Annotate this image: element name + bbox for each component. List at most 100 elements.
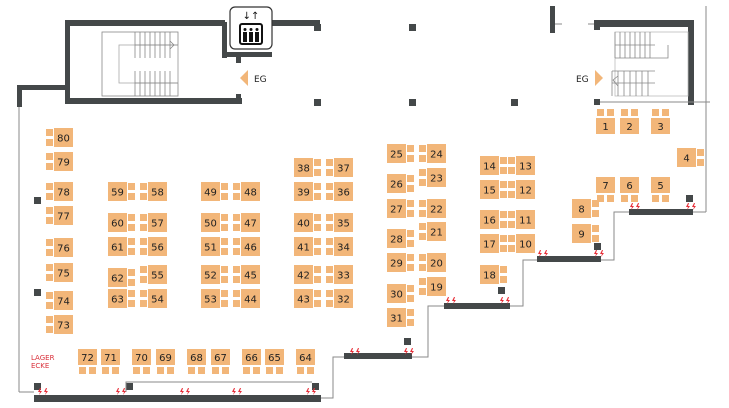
- table-top[interactable]: [108, 289, 127, 308]
- table-top[interactable]: [242, 349, 261, 365]
- table-top[interactable]: [211, 349, 230, 365]
- table-52[interactable]: 52: [201, 265, 228, 284]
- table-54[interactable]: 54: [140, 289, 167, 308]
- table-top[interactable]: [54, 206, 73, 225]
- table-top[interactable]: [334, 213, 353, 232]
- table-top[interactable]: [241, 213, 260, 232]
- table-56[interactable]: 56: [140, 237, 167, 256]
- table-45[interactable]: 45: [233, 265, 260, 284]
- table-5[interactable]: 5: [651, 177, 670, 202]
- table-12[interactable]: 12: [508, 180, 535, 199]
- table-top[interactable]: [148, 289, 167, 308]
- table-top[interactable]: [54, 152, 73, 171]
- table-58[interactable]: 58: [140, 182, 167, 201]
- table-41[interactable]: 41: [294, 237, 321, 256]
- table-28[interactable]: 28: [387, 229, 414, 248]
- table-72[interactable]: 72: [78, 349, 97, 374]
- table-24[interactable]: 24: [419, 144, 446, 163]
- table-79[interactable]: 79: [46, 152, 73, 171]
- table-top[interactable]: [108, 213, 127, 232]
- table-top[interactable]: [241, 289, 260, 308]
- table-34[interactable]: 34: [326, 237, 353, 256]
- table-top[interactable]: [480, 210, 499, 229]
- table-31[interactable]: 31: [387, 308, 414, 327]
- table-30[interactable]: 30: [387, 284, 414, 303]
- table-top[interactable]: [294, 237, 313, 256]
- table-65[interactable]: 65: [265, 349, 284, 374]
- table-top[interactable]: [620, 177, 639, 193]
- table-top[interactable]: [427, 253, 446, 272]
- table-4[interactable]: 4: [677, 148, 704, 167]
- table-top[interactable]: [201, 289, 220, 308]
- table-1[interactable]: 1: [596, 109, 615, 134]
- table-10[interactable]: 10: [508, 234, 535, 253]
- table-top[interactable]: [334, 289, 353, 308]
- table-36[interactable]: 36: [326, 182, 353, 201]
- table-top[interactable]: [651, 118, 670, 134]
- table-top[interactable]: [78, 349, 97, 365]
- table-47[interactable]: 47: [233, 213, 260, 232]
- table-top[interactable]: [596, 177, 615, 193]
- table-32[interactable]: 32: [326, 289, 353, 308]
- table-53[interactable]: 53: [201, 289, 228, 308]
- table-39[interactable]: 39: [294, 182, 321, 201]
- table-top[interactable]: [187, 349, 206, 365]
- table-top[interactable]: [54, 182, 73, 201]
- table-76[interactable]: 76: [46, 238, 73, 257]
- table-top[interactable]: [427, 222, 446, 241]
- table-73[interactable]: 73: [46, 315, 73, 334]
- table-top[interactable]: [334, 265, 353, 284]
- table-top[interactable]: [427, 144, 446, 163]
- table-top[interactable]: [387, 199, 406, 218]
- table-78[interactable]: 78: [46, 182, 73, 201]
- table-17[interactable]: 17: [480, 234, 507, 253]
- table-top[interactable]: [516, 210, 535, 229]
- table-74[interactable]: 74: [46, 291, 73, 310]
- table-top[interactable]: [241, 182, 260, 201]
- table-top[interactable]: [516, 156, 535, 175]
- table-top[interactable]: [108, 268, 127, 287]
- table-50[interactable]: 50: [201, 213, 228, 232]
- table-top[interactable]: [294, 289, 313, 308]
- table-top[interactable]: [480, 156, 499, 175]
- table-top[interactable]: [201, 213, 220, 232]
- table-top[interactable]: [480, 180, 499, 199]
- table-26[interactable]: 26: [387, 174, 414, 193]
- table-80[interactable]: 80: [46, 128, 73, 147]
- table-60[interactable]: 60: [108, 213, 135, 232]
- table-top[interactable]: [54, 128, 73, 147]
- table-top[interactable]: [294, 158, 313, 177]
- table-top[interactable]: [480, 234, 499, 253]
- table-37[interactable]: 37: [326, 158, 353, 177]
- table-63[interactable]: 63: [108, 289, 135, 308]
- table-9[interactable]: 9: [572, 224, 599, 243]
- table-top[interactable]: [201, 265, 220, 284]
- table-top[interactable]: [387, 144, 406, 163]
- table-top[interactable]: [596, 118, 615, 134]
- table-57[interactable]: 57: [140, 213, 167, 232]
- table-16[interactable]: 16: [480, 210, 507, 229]
- table-14[interactable]: 14: [480, 156, 507, 175]
- table-top[interactable]: [334, 158, 353, 177]
- table-68[interactable]: 68: [187, 349, 206, 374]
- table-top[interactable]: [334, 182, 353, 201]
- table-11[interactable]: 11: [508, 210, 535, 229]
- table-top[interactable]: [108, 182, 127, 201]
- table-top[interactable]: [148, 182, 167, 201]
- table-top[interactable]: [677, 148, 696, 167]
- table-top[interactable]: [651, 177, 670, 193]
- table-top[interactable]: [265, 349, 284, 365]
- table-19[interactable]: 19: [419, 277, 446, 296]
- table-top[interactable]: [572, 199, 591, 218]
- table-top[interactable]: [387, 229, 406, 248]
- table-top[interactable]: [516, 180, 535, 199]
- table-44[interactable]: 44: [233, 289, 260, 308]
- table-top[interactable]: [101, 349, 120, 365]
- table-18[interactable]: 18: [480, 265, 507, 284]
- table-46[interactable]: 46: [233, 237, 260, 256]
- table-38[interactable]: 38: [294, 158, 321, 177]
- table-70[interactable]: 70: [132, 349, 151, 374]
- table-top[interactable]: [516, 234, 535, 253]
- table-top[interactable]: [201, 237, 220, 256]
- table-top[interactable]: [148, 213, 167, 232]
